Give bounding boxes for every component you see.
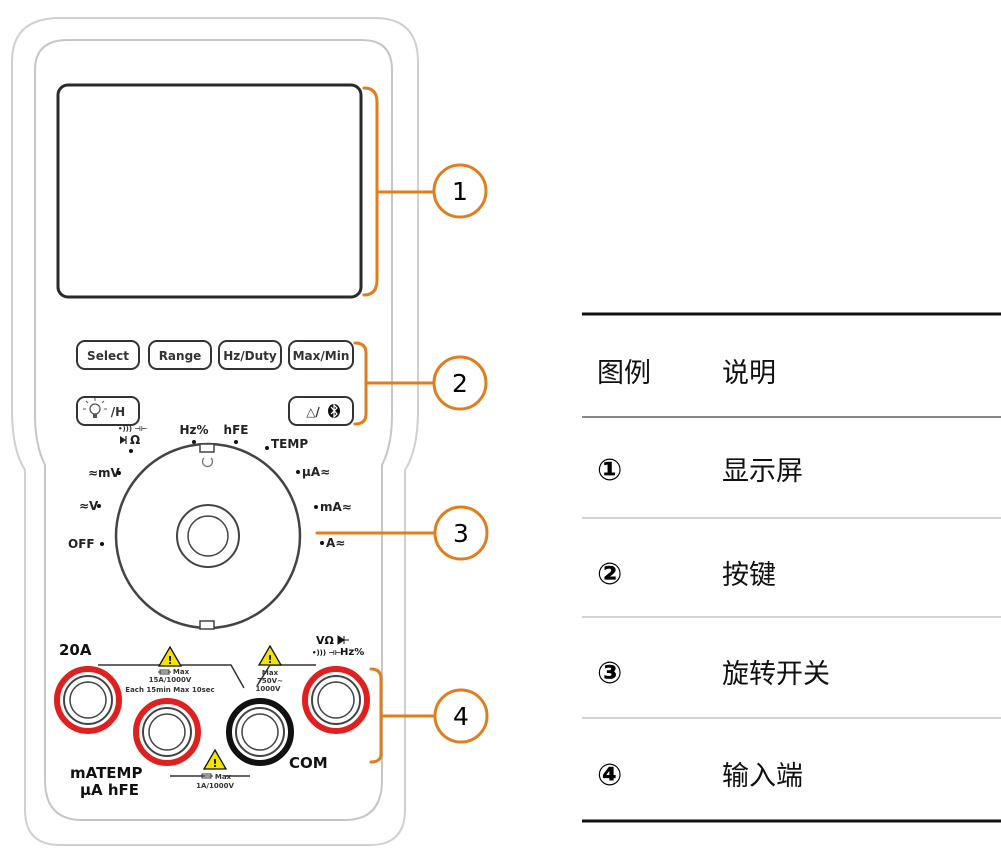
callout-3: 3 bbox=[433, 505, 489, 561]
fuse-icon-bottom bbox=[200, 773, 213, 779]
warning-icon-right: ! bbox=[257, 644, 283, 666]
left-rating-value: 15A/1000V bbox=[149, 676, 192, 684]
legend-header-key: 图例 bbox=[597, 358, 651, 389]
lcd-display bbox=[56, 83, 363, 299]
legend-row: ④ 输入端 bbox=[597, 758, 803, 793]
left-rating-max: Max bbox=[173, 668, 190, 676]
right-rating-ac: 750V~ bbox=[257, 677, 283, 685]
left-rating-note: Each 15min Max 10sec bbox=[125, 686, 214, 694]
dial-hz: Hz% bbox=[179, 423, 208, 437]
terminal-v-label-2: Hz% bbox=[340, 647, 364, 658]
dial-pointer-notch bbox=[199, 443, 215, 453]
legend-row-1-num: ① bbox=[597, 453, 622, 488]
bottom-rating-value: 1A/1000V bbox=[196, 782, 234, 790]
callout-1-label: 1 bbox=[452, 177, 468, 206]
dial-hfe: hFE bbox=[224, 423, 249, 437]
legend-row: ① 显示屏 bbox=[597, 453, 803, 488]
legend-row: ③ 旋转开关 bbox=[597, 656, 830, 691]
bluetooth-icon bbox=[328, 403, 340, 419]
callout-1: 1 bbox=[432, 163, 488, 219]
legend-row-3-num: ③ bbox=[597, 656, 622, 691]
dial-ma: mA≈ bbox=[320, 500, 352, 514]
hold-label: /H bbox=[111, 405, 125, 419]
select-label: Select bbox=[87, 349, 129, 363]
terminal-ma-ua[interactable] bbox=[133, 698, 201, 766]
dial-off: OFF bbox=[68, 537, 95, 551]
terminal-v-label-1: VΩ bbox=[316, 634, 335, 647]
dial-a: A≈ bbox=[326, 536, 345, 550]
dial-ua: μA≈ bbox=[302, 465, 330, 479]
diode-icon bbox=[337, 635, 349, 645]
bottom-rating-max: Max bbox=[215, 773, 232, 781]
callout-3-label: 3 bbox=[453, 519, 469, 548]
warning-icon-bottom: ! bbox=[202, 748, 228, 770]
fuse-icon-left bbox=[158, 669, 171, 675]
dial-mv: ≈mV bbox=[88, 466, 121, 480]
callout-brackets bbox=[315, 86, 438, 764]
svg-text:!: ! bbox=[267, 653, 272, 666]
rotary-switch[interactable] bbox=[114, 442, 302, 630]
dial-ohm: Ω bbox=[130, 433, 140, 447]
lightbulb-icon bbox=[83, 398, 107, 418]
dial-bottom-notch bbox=[199, 620, 215, 630]
dial-v: ≈V bbox=[79, 499, 99, 513]
legend-row-1-desc: 显示屏 bbox=[722, 456, 803, 487]
continuity-capacitance-icon: •))) ⊣⊢ bbox=[312, 649, 341, 657]
legend-row-4-num: ④ bbox=[597, 758, 622, 793]
legend-row: ② 按键 bbox=[597, 557, 776, 592]
dial-knob-center bbox=[187, 515, 229, 557]
callout-4-label: 4 bbox=[453, 702, 469, 731]
warning-icon-left: ! bbox=[157, 645, 183, 667]
dial-temp: TEMP bbox=[271, 437, 308, 451]
button-select[interactable]: Select bbox=[76, 340, 140, 370]
terminal-20a-label: 20A bbox=[59, 641, 92, 659]
button-backlight-hold[interactable]: /H bbox=[76, 396, 140, 426]
callout-4: 4 bbox=[433, 688, 489, 744]
svg-text:•))) ⊣⊢: •))) ⊣⊢ bbox=[118, 425, 147, 433]
hz-duty-label: Hz/Duty bbox=[223, 349, 277, 363]
terminal-20a[interactable] bbox=[54, 666, 122, 734]
button-rel-bluetooth[interactable]: △/ bbox=[288, 396, 354, 426]
svg-text:!: ! bbox=[167, 654, 172, 667]
terminal-ma-label-2: μA hFE bbox=[80, 781, 139, 799]
terminal-com-label: COM bbox=[289, 754, 328, 772]
legend-row-2-desc: 按键 bbox=[722, 560, 776, 591]
button-range[interactable]: Range bbox=[148, 340, 212, 370]
right-rating-dc: 1000V bbox=[256, 685, 281, 693]
dial-labels: •))) ⊣⊢ Ω Hz% hFE TEMP μA≈ mA≈ A≈ ≈mV ≈V… bbox=[68, 423, 352, 551]
button-hz-duty[interactable]: Hz/Duty bbox=[218, 340, 282, 370]
right-rating-max: Max bbox=[262, 669, 279, 677]
svg-text:!: ! bbox=[212, 757, 217, 770]
diode-capacitance-icon: •))) ⊣⊢ bbox=[118, 425, 147, 444]
button-max-min[interactable]: Max/Min bbox=[288, 340, 354, 370]
max-min-label: Max/Min bbox=[293, 349, 350, 363]
callout-2-label: 2 bbox=[452, 369, 468, 398]
range-label: Range bbox=[159, 349, 202, 363]
legend-table: 图例 说明 ① 显示屏 ② 按键 ③ 旋转开关 ④ 输入端 bbox=[582, 312, 1001, 823]
legend-row-2-num: ② bbox=[597, 557, 622, 592]
legend-header-desc: 说明 bbox=[722, 358, 776, 389]
dial-arrow-icon bbox=[201, 457, 214, 468]
legend-row-3-desc: 旋转开关 bbox=[722, 659, 830, 690]
rel-label: △/ bbox=[306, 405, 320, 419]
terminal-ma-label-1: mATEMP bbox=[70, 764, 142, 782]
callout-2: 2 bbox=[432, 355, 488, 411]
terminal-com[interactable] bbox=[226, 698, 294, 766]
terminal-v-ohm[interactable] bbox=[302, 666, 370, 734]
legend-row-4-desc: 输入端 bbox=[722, 761, 803, 792]
terminal-v-label: VΩ •))) ⊣⊢ Hz% bbox=[312, 634, 364, 658]
